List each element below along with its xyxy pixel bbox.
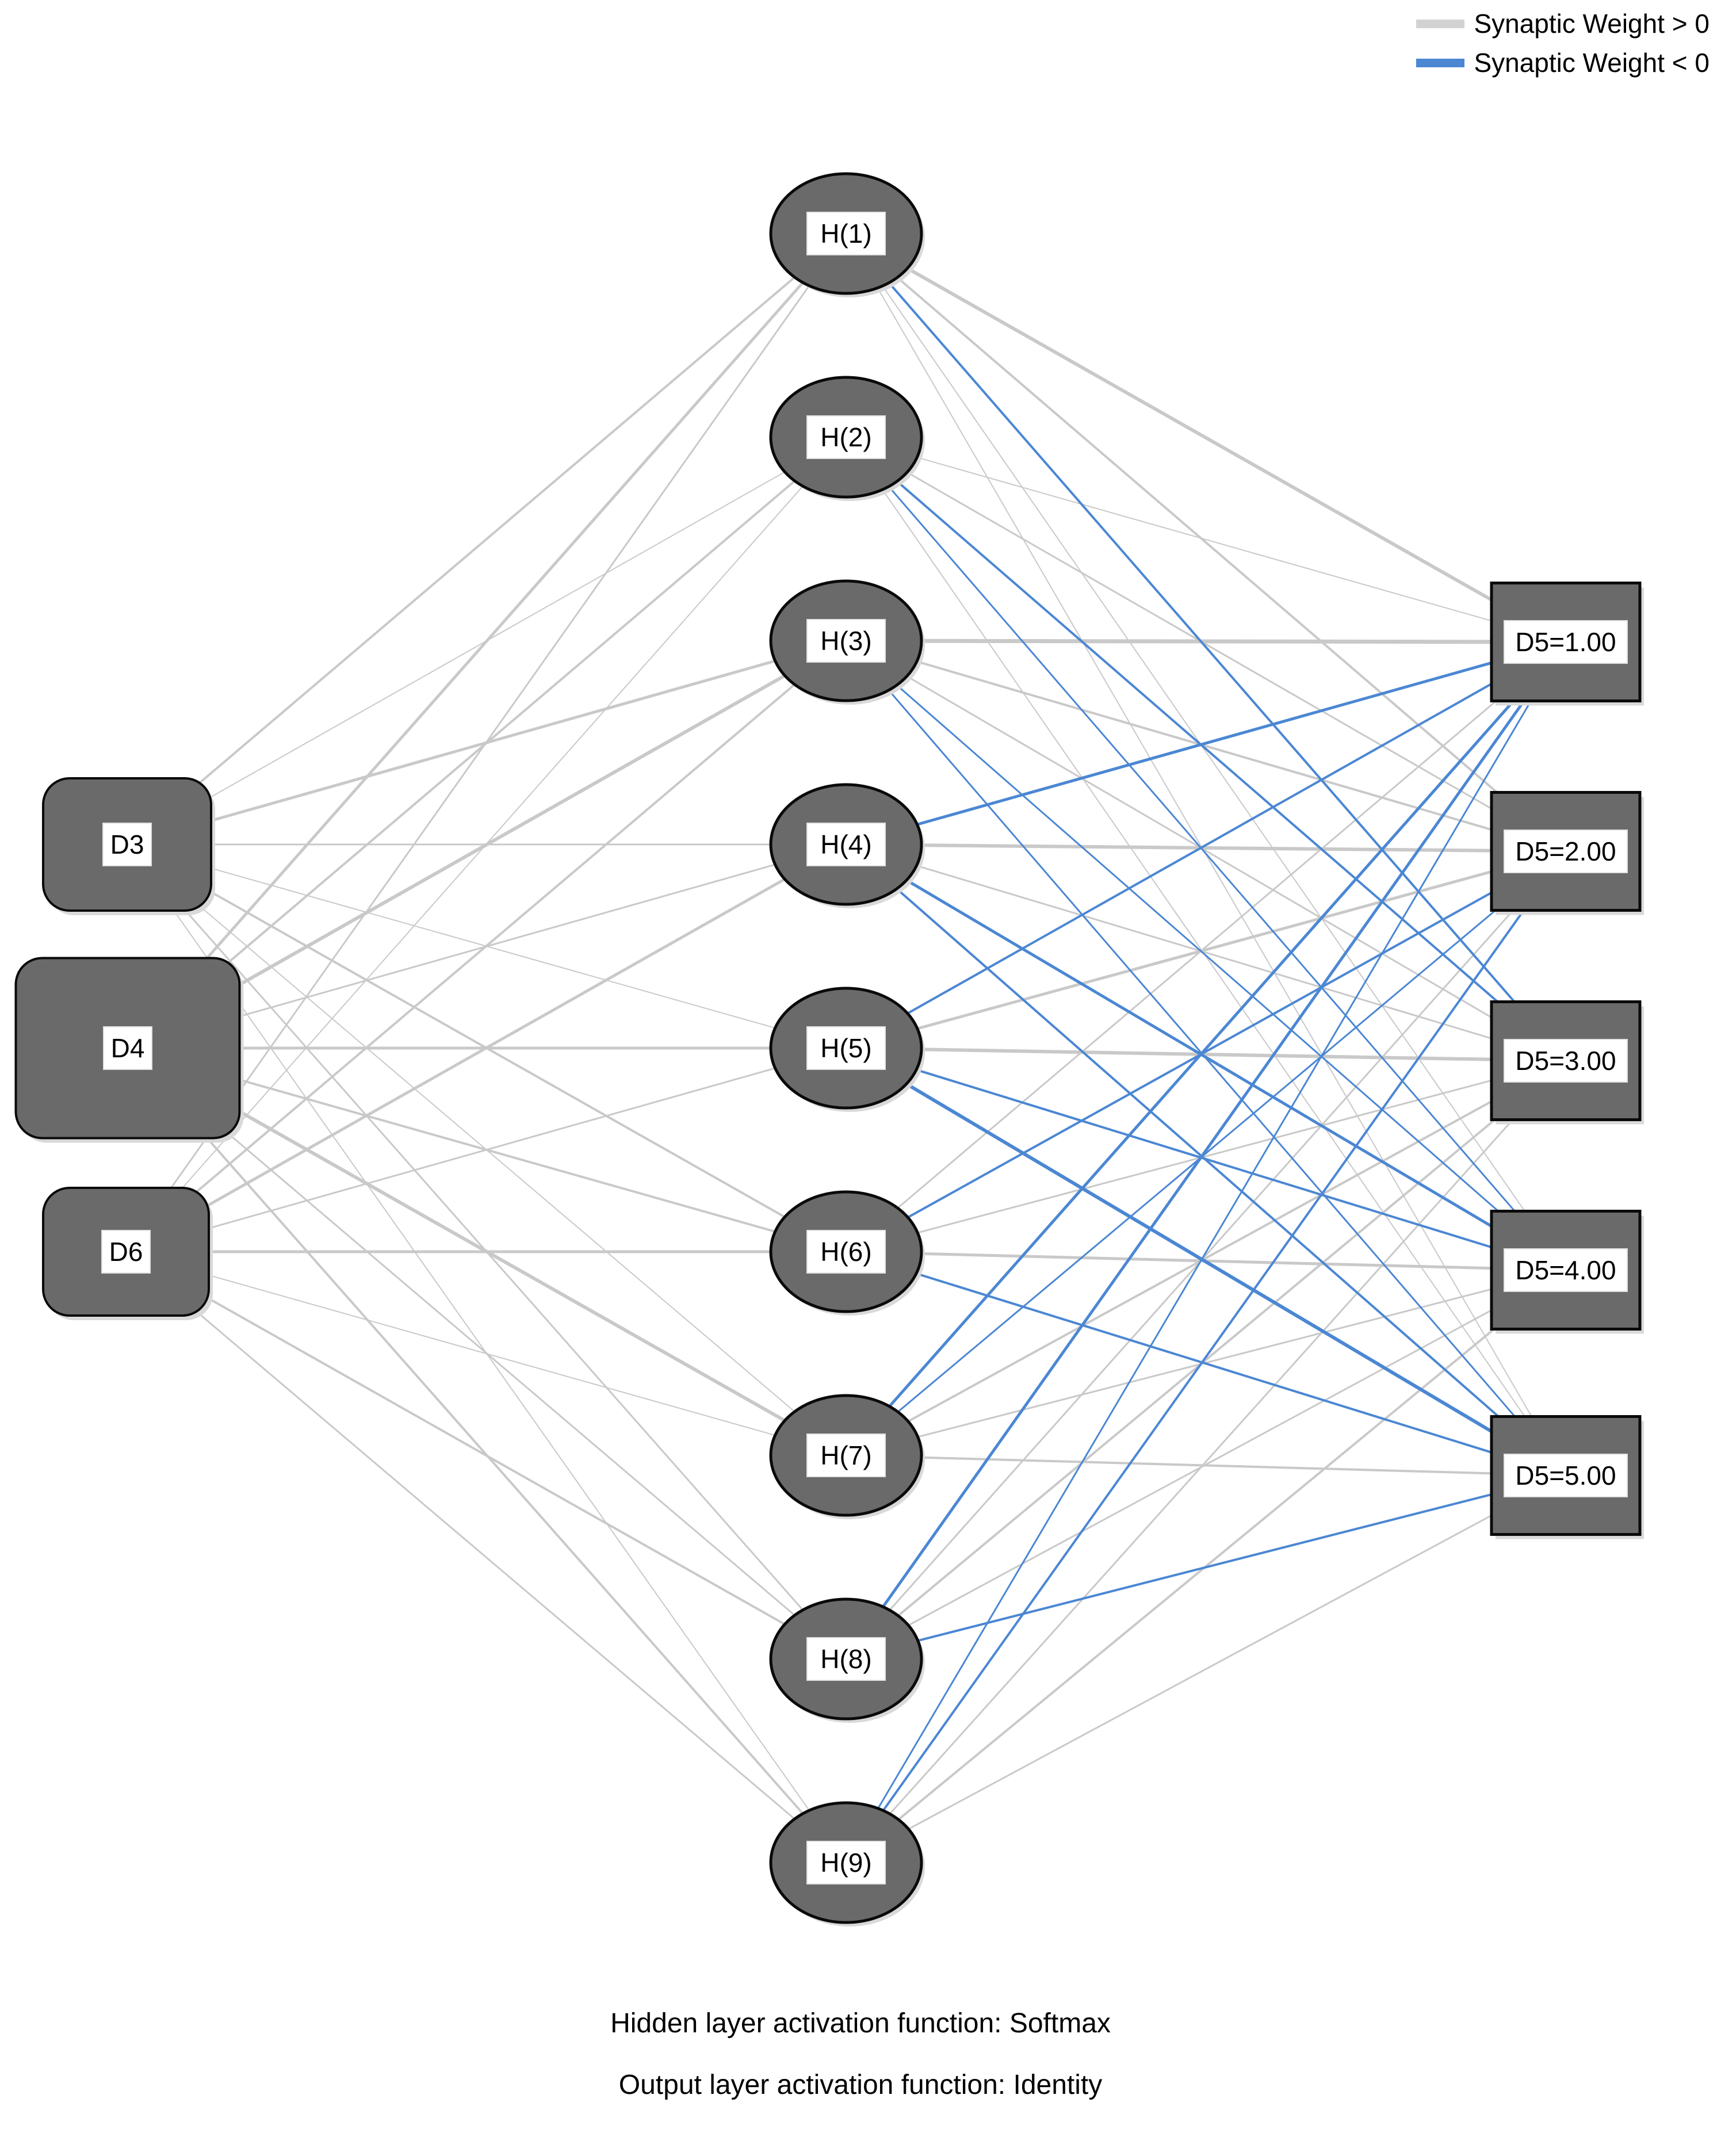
edge-H3-O2 (846, 640, 1566, 853)
edge-H1-O3 (845, 232, 1567, 1062)
hidden-node-H8-label-chip (806, 1637, 886, 1681)
edge-H4-O2 (846, 843, 1566, 853)
hidden-node-H7-label-chip (806, 1433, 886, 1477)
hidden-node-H3-label: H(3) (820, 626, 871, 656)
negative-weight-swatch-icon (1416, 58, 1465, 67)
edge-H3-O1 (846, 639, 1566, 644)
output-node-O2-label-chip (1504, 829, 1628, 873)
edge-H2-O4 (845, 437, 1567, 1271)
legend-label-positive: Synaptic Weight > 0 (1474, 9, 1709, 39)
edge-H2-O3 (845, 436, 1567, 1062)
edge-H9-O2 (845, 850, 1567, 1864)
edge-H4-O4 (845, 843, 1567, 1272)
input-node-D3-label: D3 (110, 829, 144, 859)
edge-D4-H3 (127, 639, 847, 1050)
edge-D6-H7 (125, 1251, 847, 1456)
output-node-O3-label: D5=3.00 (1515, 1046, 1616, 1076)
hidden-node-H1-label-chip (806, 212, 886, 255)
hidden-node-H2-label-chip (806, 415, 886, 459)
edge-H7-O2 (846, 850, 1566, 1457)
edge-H2-O1 (846, 437, 1566, 643)
input-node-D3-label-chip (102, 823, 152, 866)
edge-D6-H8 (125, 1251, 847, 1660)
output-node-O4-label-chip (1504, 1248, 1628, 1292)
edge-H8-O3 (845, 1060, 1567, 1660)
legend-row-positive: Synaptic Weight > 0 (1416, 8, 1709, 39)
edge-H1-O4 (846, 233, 1566, 1271)
edge-H1-O2 (845, 232, 1567, 853)
edge-D6-H3 (125, 640, 847, 1253)
edge-D4-H1 (127, 232, 847, 1049)
output-node-O5-label: D5=5.00 (1515, 1461, 1616, 1490)
input-node-D4-label: D4 (111, 1033, 145, 1063)
edge-H9-O1 (845, 641, 1567, 1863)
edge-H4-O3 (846, 843, 1566, 1062)
edge-H6-O1 (846, 641, 1566, 1253)
output-node-O3-label-chip (1504, 1039, 1628, 1083)
legend-row-negative: Synaptic Weight < 0 (1416, 47, 1709, 78)
edge-H5-O1 (846, 641, 1566, 1049)
hidden-node-H1-label: H(1) (820, 219, 871, 249)
edge-D6-H1 (125, 233, 847, 1252)
hidden-node-H3-label-chip (806, 619, 886, 663)
edge-H5-O5 (845, 1046, 1567, 1477)
edge-H5-O3 (846, 1046, 1566, 1062)
edge-H8-O2 (845, 851, 1567, 1660)
edge-D6-H4 (125, 843, 847, 1253)
edge-H7-O1 (845, 641, 1567, 1457)
hidden-node-H4-label-chip (806, 823, 886, 866)
edge-H8-O1 (844, 641, 1567, 1660)
hidden-node-H2-label: H(2) (820, 422, 871, 452)
input-node-D6-label-chip (101, 1230, 151, 1274)
edge-H6-O5 (846, 1251, 1566, 1477)
output-node-O1-label: D5=1.00 (1515, 627, 1616, 657)
edge-H9-O3 (845, 1060, 1567, 1864)
edge-D3-H1 (126, 232, 847, 846)
positive-weight-swatch-icon (1416, 19, 1465, 28)
edge-H8-O5 (846, 1474, 1566, 1660)
edge-H8-O4 (846, 1269, 1566, 1660)
edge-D6-H9 (125, 1251, 847, 1864)
hidden-activation-caption: Hidden layer activation function: Softma… (610, 2008, 1111, 2039)
edge-H3-O4 (846, 640, 1566, 1271)
edge-H3-O3 (846, 640, 1566, 1062)
hidden-node-H5-label: H(5) (820, 1033, 871, 1063)
output-node-O4-label: D5=4.00 (1515, 1255, 1616, 1285)
edge-H6-O2 (846, 850, 1566, 1253)
edge-H7-O3 (846, 1060, 1566, 1457)
input-node-D6-label: D6 (109, 1237, 143, 1267)
activation-captions: Hidden layer activation function: Softma… (0, 2008, 1721, 2131)
edge-H4-O1 (846, 640, 1566, 846)
hidden-node-H6-label-chip (806, 1230, 886, 1274)
edge-H9-O5 (846, 1474, 1566, 1864)
edge-H5-O4 (846, 1047, 1566, 1271)
edge-H1-O1 (845, 232, 1567, 644)
legend-label-negative: Synaptic Weight < 0 (1474, 48, 1709, 78)
hidden-node-H5-label-chip (806, 1026, 886, 1070)
edge-H6-O3 (846, 1060, 1566, 1253)
hidden-node-H9-label: H(9) (820, 1848, 871, 1878)
hidden-node-H8-label: H(8) (820, 1644, 871, 1674)
hidden-node-H7-label: H(7) (820, 1440, 871, 1470)
edge-H2-O2 (846, 436, 1566, 853)
input-node-D4-label-chip (103, 1026, 152, 1070)
hidden-node-H4-label: H(4) (820, 829, 871, 859)
edge-D6-H2 (125, 437, 847, 1252)
hidden-node-H6-label: H(6) (820, 1237, 871, 1267)
edge-D6-H5 (125, 1047, 847, 1253)
output-node-O2-label: D5=2.00 (1515, 836, 1616, 866)
output-node-O1-label-chip (1504, 620, 1628, 664)
output-node-O5-label-chip (1504, 1454, 1628, 1497)
hidden-node-H9-label-chip (806, 1841, 886, 1884)
output-activation-caption: Output layer activation function: Identi… (618, 2070, 1103, 2100)
edge-H5-O2 (846, 850, 1566, 1050)
legend: Synaptic Weight > 0 Synaptic Weight < 0 (1416, 8, 1709, 78)
